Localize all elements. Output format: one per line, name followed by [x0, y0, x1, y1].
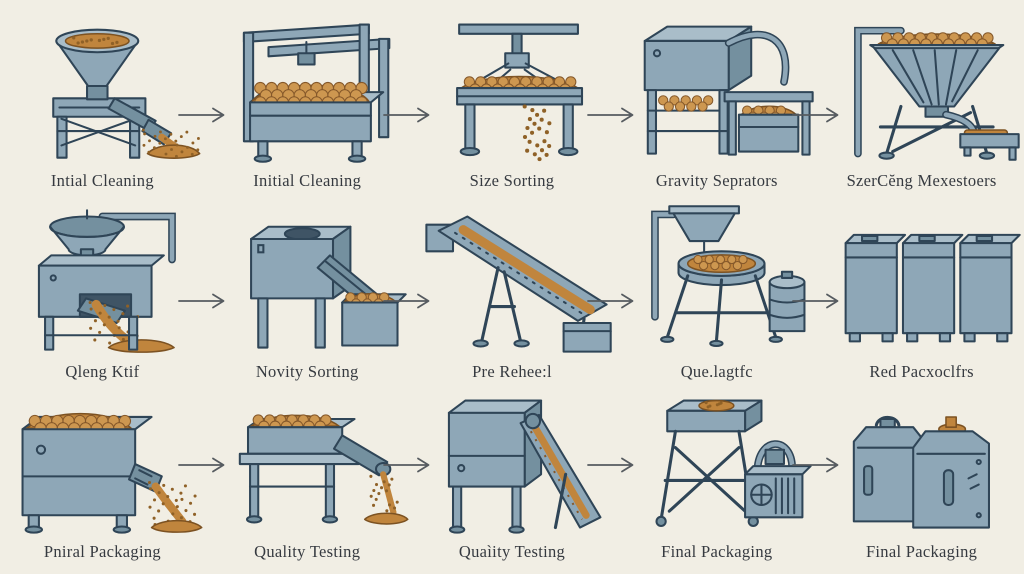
flow-arrow-icon — [177, 106, 232, 124]
step-label: SzerCĕng Mexestoers — [846, 170, 997, 190]
step-label: Qleng Ktif — [65, 361, 140, 381]
step-label: Pre Rehee:l — [472, 361, 552, 381]
flow-arrow-icon — [587, 456, 641, 474]
process-row-3: Pniral Packaging — [0, 376, 1024, 574]
flow-arrow-icon — [177, 456, 232, 474]
flow-arrow-icon — [382, 456, 437, 474]
process-step: Novity Sorting — [205, 196, 429, 381]
process-row-2: Qleng Ktif — [0, 196, 1024, 381]
step-label: Size Sorting — [469, 170, 555, 190]
step-label: Que.lagtfc — [680, 361, 753, 381]
step-label: Gravity Seprators — [655, 170, 778, 190]
process-step: Pre Rehee:l — [410, 196, 634, 381]
machine-sorting-chute-box-illustration — [205, 196, 410, 360]
process-step: Quaìity Testing — [410, 376, 634, 574]
machine-bulk-hopper-feeder-illustration — [819, 0, 1024, 169]
machine-milling-box-illustration — [0, 196, 205, 360]
machine-vibrating-screen-table-illustration — [410, 0, 615, 169]
step-label: Pniral Packaging — [43, 541, 161, 561]
step-label: Novity Sorting — [255, 361, 359, 381]
machine-round-sieve-illustration — [614, 196, 819, 360]
flow-arrow-icon — [177, 292, 232, 310]
flow-arrow-icon — [587, 292, 641, 310]
machine-storage-bins-illustration — [819, 196, 1024, 360]
flow-arrow-icon — [382, 106, 437, 124]
process-step: Quality Testing — [205, 376, 429, 574]
process-step: Pniral Packaging — [0, 376, 225, 574]
process-step: Gravity Seprators — [614, 0, 839, 196]
machine-testing-table-illustration — [205, 376, 410, 540]
process-step: Size Sorting — [410, 0, 634, 196]
step-label: Initial Cleaning — [253, 170, 362, 190]
machine-soaking-bin-illustration — [205, 0, 410, 169]
flow-arrow-icon — [792, 456, 846, 474]
step-label: Intial Cleaning — [50, 170, 154, 190]
step-label: Quality Testing — [254, 541, 361, 561]
step-label: Quaìity Testing — [458, 541, 566, 561]
process-step: SzerCĕng Mexestoers — [819, 0, 1024, 196]
step-label: Final Packaging — [865, 541, 978, 561]
flow-arrow-icon — [382, 292, 437, 310]
machine-funnel-hopper-cleaner-illustration — [0, 0, 205, 169]
step-label: Red Pacxoclfrs — [869, 361, 974, 381]
flow-arrow-icon — [792, 106, 846, 124]
machine-inclined-conveyor-illustration — [410, 196, 615, 360]
machine-packaged-containers-illustration — [819, 376, 1024, 540]
process-row-1: Intial Cleaning — [0, 0, 1024, 196]
machine-ramp-conveyor-illustration — [410, 376, 615, 540]
machine-packing-hopper-station-illustration — [614, 376, 819, 540]
machine-discharge-bin-illustration — [0, 376, 205, 540]
flow-arrow-icon — [587, 106, 641, 124]
flow-arrow-icon — [792, 292, 846, 310]
process-step: Que.lagtfc — [614, 196, 839, 381]
process-step: Qleng Ktif — [0, 196, 225, 381]
process-step: Final Packaging — [819, 376, 1024, 574]
process-step: Initial Cleaning — [205, 0, 429, 196]
process-step: Intial Cleaning — [0, 0, 225, 196]
process-step: Red Pacxoclfrs — [819, 196, 1024, 381]
step-label: Final Packaging — [661, 541, 773, 561]
machine-gravity-separator-illustration — [614, 0, 819, 169]
process-step: Final Packaging — [614, 376, 839, 574]
